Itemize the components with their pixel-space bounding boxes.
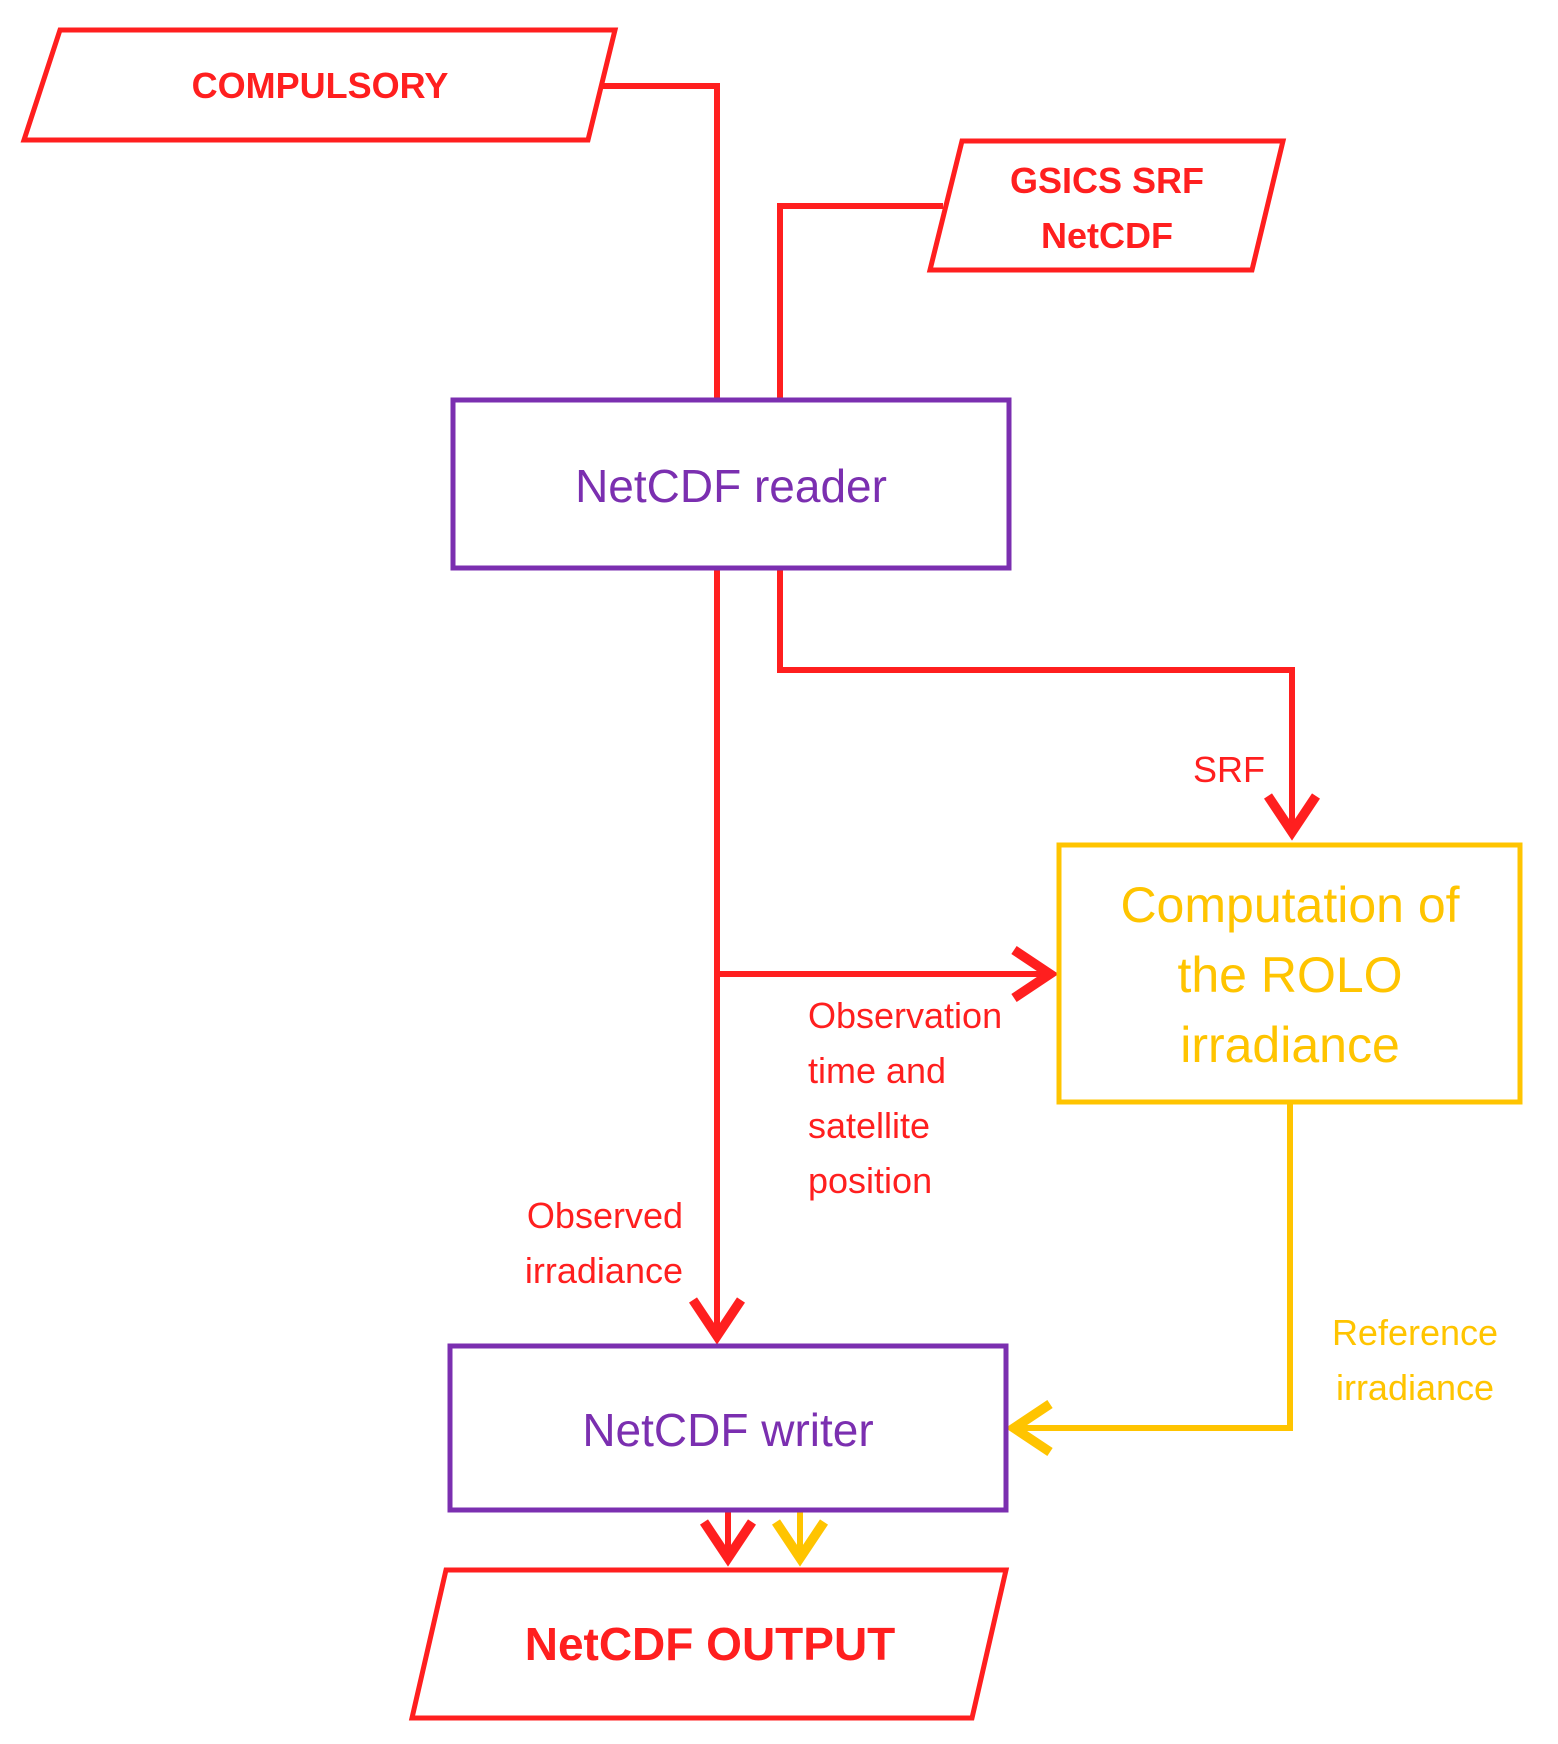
process-rolo-label-line2: the ROLO [1177, 947, 1402, 1003]
edge-label-reference-irradiance: Reference irradiance [1332, 1312, 1498, 1408]
edge-label-srf: SRF [1193, 749, 1265, 790]
edge-label-observed-irradiance: Observed irradiance [525, 1195, 683, 1291]
process-netcdf-writer: NetCDF writer [447, 1343, 1009, 1513]
input-gsics-label-line2: NetCDF [1041, 215, 1173, 256]
process-netcdf-reader: NetCDF reader [450, 397, 1012, 571]
edge-label-reference-line1: Reference [1332, 1312, 1498, 1353]
process-rolo-computation: Computation of the ROLO irradiance [1056, 842, 1523, 1105]
input-gsics-label-line1: GSICS SRF [1010, 160, 1204, 201]
input-compulsory-label: COMPULSORY [192, 65, 449, 106]
process-rolo-label-line3: irradiance [1180, 1017, 1400, 1073]
edge-compulsory-to-reader [603, 83, 720, 398]
edge-reader-to-rolo-srf [777, 568, 1320, 841]
process-writer-label: NetCDF writer [582, 1404, 873, 1456]
edge-label-reference-line2: irradiance [1336, 1367, 1494, 1408]
edge-rolo-to-writer [1005, 1100, 1293, 1456]
edge-gsics-to-reader [777, 203, 943, 398]
edge-label-obs-line4: position [808, 1160, 932, 1201]
output-label: NetCDF OUTPUT [525, 1618, 896, 1670]
input-compulsory: COMPULSORY [20, 27, 619, 143]
output-netcdf: NetCDF OUTPUT [408, 1567, 1010, 1721]
edge-label-obs-line1: Observation [808, 995, 1002, 1036]
input-gsics-srf: GSICS SRF NetCDF [926, 138, 1287, 273]
process-reader-label: NetCDF reader [575, 460, 887, 512]
edge-label-obs-line2: time and [808, 1050, 946, 1091]
edge-label-observed-line2: irradiance [525, 1250, 683, 1291]
edge-label-observation-time: Observation time and satellite position [808, 995, 1002, 1201]
process-rolo-label-line1: Computation of [1120, 877, 1459, 933]
edge-label-obs-line3: satellite [808, 1105, 930, 1146]
edge-label-observed-line1: Observed [527, 1195, 683, 1236]
